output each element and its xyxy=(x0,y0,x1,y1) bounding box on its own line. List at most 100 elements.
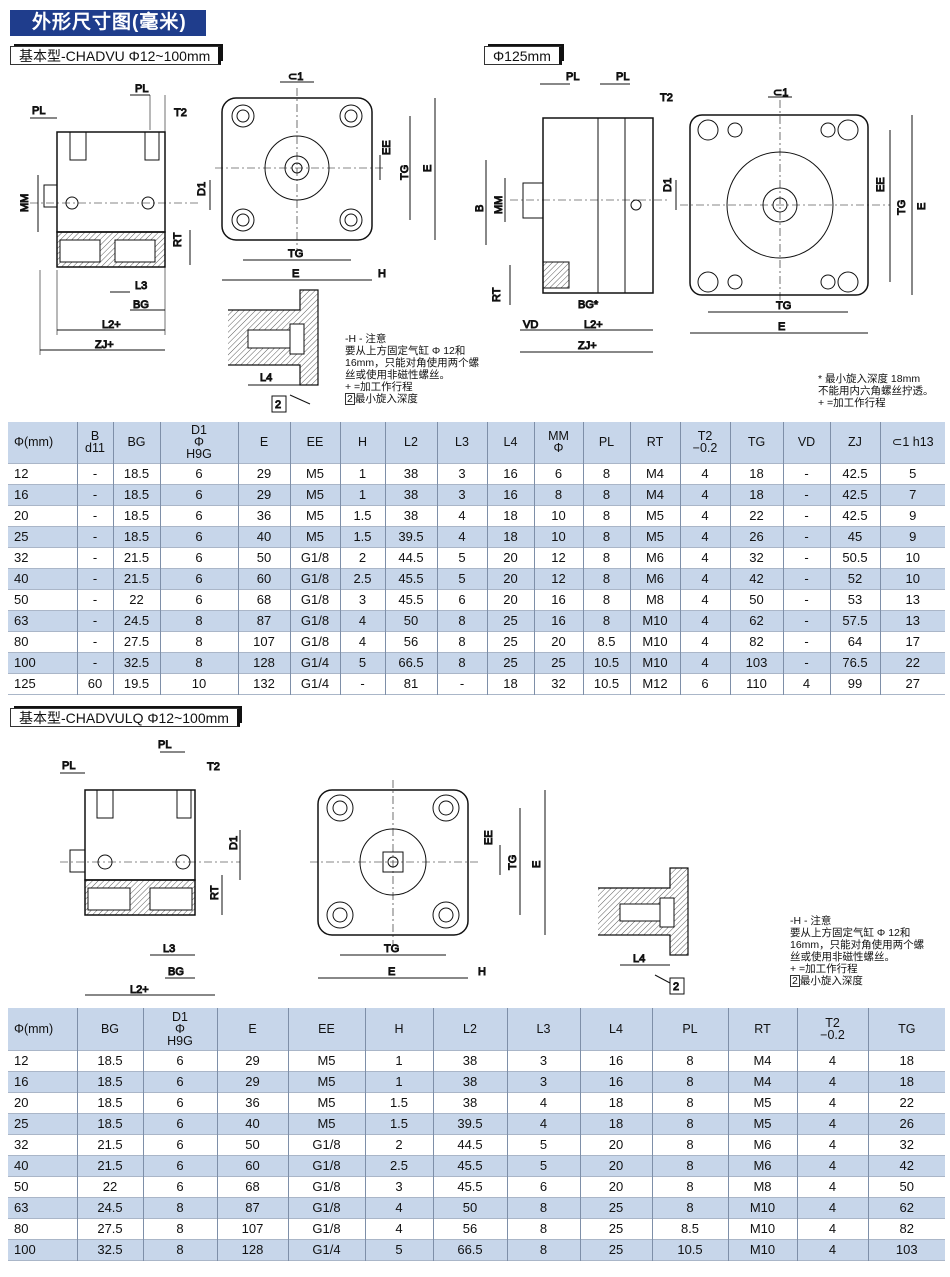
table-cell: 4 xyxy=(796,1134,868,1155)
table-cell: 20 xyxy=(14,508,29,523)
table-cell: M5 xyxy=(287,1071,365,1092)
table-cell: 38 xyxy=(432,1071,507,1092)
table-cell: 80 xyxy=(14,634,29,649)
table-cell: 4 xyxy=(796,1197,868,1218)
table-cell: 50 xyxy=(237,547,290,568)
table-cell: 25 xyxy=(486,610,534,631)
table-cell: 21.5 xyxy=(76,1134,143,1155)
table-cell: 36 xyxy=(237,505,290,526)
dim-label: PL xyxy=(616,71,629,83)
table-cell: - xyxy=(339,673,385,694)
table-cell: 6 xyxy=(142,1113,217,1134)
table-cell: 10 xyxy=(879,568,945,589)
table-cell: G1/4 xyxy=(289,673,340,694)
table-cell: 18 xyxy=(486,673,534,694)
column-header: EE xyxy=(287,1008,365,1050)
dim-label: B xyxy=(474,205,486,212)
table-cell: 9 xyxy=(879,526,945,547)
table-cell: 8 xyxy=(506,1218,580,1239)
dim-label: EE xyxy=(483,830,495,845)
table-cell: 8 xyxy=(159,631,238,652)
table-cell: 26 xyxy=(729,526,783,547)
table-cell: M10 xyxy=(727,1239,797,1260)
dim-label: PL xyxy=(566,71,579,83)
dim-label: E xyxy=(388,966,395,978)
table-cell: 66.5 xyxy=(384,652,437,673)
dim-label: RT xyxy=(491,287,503,302)
table-cell: 42.5 xyxy=(829,484,880,505)
table-cell: G1/4 xyxy=(289,652,340,673)
table-cell: 3 xyxy=(364,1176,433,1197)
table-cell: - xyxy=(782,610,830,631)
dim-label: L3 xyxy=(135,280,147,292)
table-cell: 5 xyxy=(436,568,487,589)
table-cell: 8 xyxy=(436,610,487,631)
table-cell: G1/8 xyxy=(289,568,340,589)
mounting-detail-drawing xyxy=(228,289,319,413)
table-cell: 6 xyxy=(506,1176,580,1197)
table-cell: 8 xyxy=(142,1239,217,1260)
table-cell: 24.5 xyxy=(76,1197,143,1218)
table-cell: 60 xyxy=(76,673,113,694)
dim-label: E xyxy=(916,203,928,210)
table-cell: 6 xyxy=(159,505,238,526)
table-cell: 32 xyxy=(729,547,783,568)
table-cell: 107 xyxy=(216,1218,288,1239)
table-cell: 32 xyxy=(14,1137,29,1152)
header-line: PL xyxy=(682,1021,698,1036)
table-cell: 20 xyxy=(486,547,534,568)
table-cell: 68 xyxy=(237,589,290,610)
header-line: MM xyxy=(548,429,569,444)
table-cell: 39.5 xyxy=(384,526,437,547)
table-cell: 6 xyxy=(436,589,487,610)
table-cell: 32 xyxy=(867,1134,945,1155)
table-cell: 8 xyxy=(582,547,630,568)
header-line: −0.2 xyxy=(820,1027,845,1042)
section-label-chadvu: 基本型-CHADVU Φ12~100mm xyxy=(10,46,222,65)
table-cell: 18 xyxy=(729,484,783,505)
note-line: + =加工作行程 xyxy=(345,381,413,393)
table-cell: M5 xyxy=(289,526,340,547)
table-cell: 22 xyxy=(112,589,160,610)
table-cell: 63 xyxy=(8,610,77,631)
table-cell: 6 xyxy=(142,1134,217,1155)
header-line: L4 xyxy=(503,435,518,450)
table-cell: M5 xyxy=(289,463,340,484)
table-cell: 50 xyxy=(432,1197,507,1218)
table-cell: 4 xyxy=(796,1092,868,1113)
table-cell: 103 xyxy=(867,1239,945,1260)
table-cell: - xyxy=(76,463,113,484)
table-cell: 45 xyxy=(829,526,880,547)
table-cell: 20 xyxy=(14,1095,29,1110)
table-cell: 19.5 xyxy=(112,673,160,694)
column-header: T2−0.2 xyxy=(796,1008,868,1050)
table-cell: 38 xyxy=(432,1050,507,1071)
table-cell: 39.5 xyxy=(432,1113,507,1134)
header-line: Φ(mm) xyxy=(14,1021,54,1036)
table-cell: 1.5 xyxy=(339,526,385,547)
table-cell: 8 xyxy=(582,589,630,610)
table-cell: 10 xyxy=(159,673,238,694)
table-cell: - xyxy=(782,589,830,610)
column-header: H xyxy=(339,422,385,463)
table-cell: 8 xyxy=(582,568,630,589)
column-header: L4 xyxy=(579,1008,652,1050)
table-cell: 50 xyxy=(216,1134,288,1155)
header-line: E xyxy=(259,435,269,450)
table-cell: 81 xyxy=(384,673,437,694)
table-cell: 8 xyxy=(582,610,630,631)
table-cell: 40 xyxy=(8,568,77,589)
table-cell: 56 xyxy=(384,631,437,652)
header-line: D1 xyxy=(191,423,207,438)
table-cell: 5 xyxy=(506,1155,580,1176)
table-cell: 25 xyxy=(8,526,77,547)
table-cell: - xyxy=(782,505,830,526)
table-cell: 4 xyxy=(679,568,730,589)
